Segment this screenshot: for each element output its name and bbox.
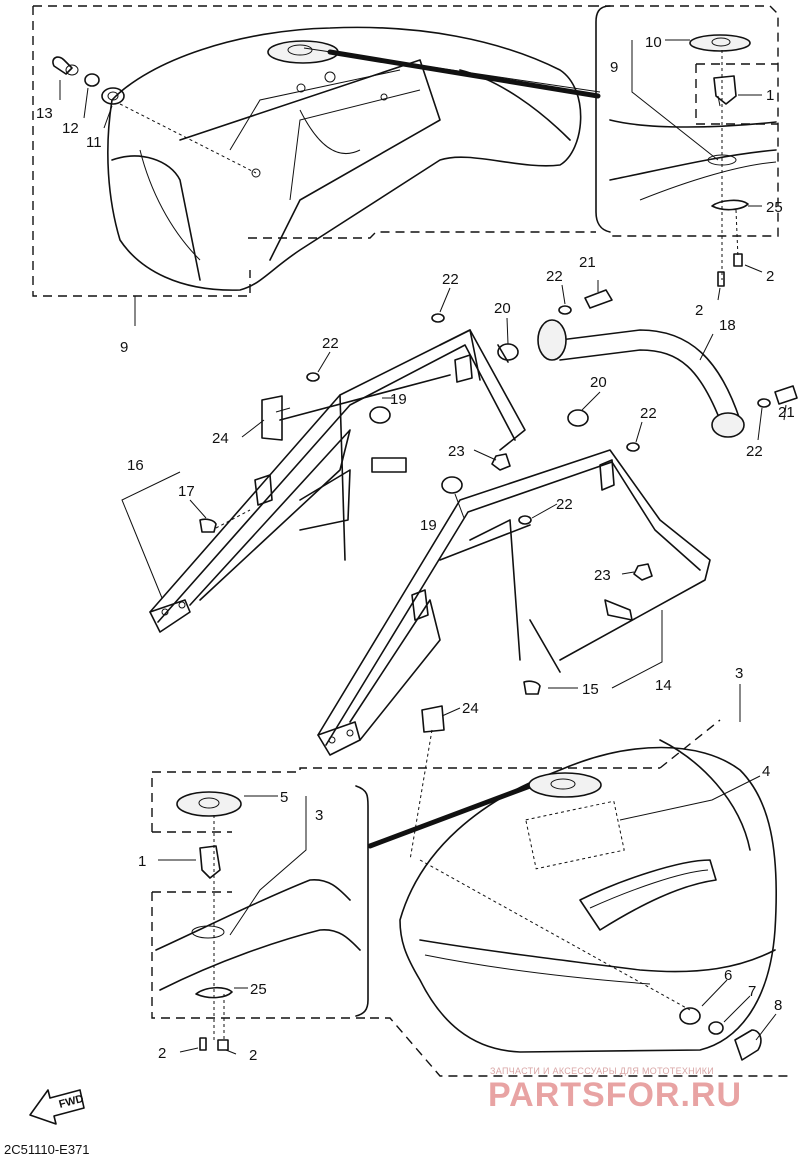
watermark: ЗАПЧАСТИ И АКСЕССУАРЫ ДЛЯ МОТОТЕХНИКИ PA…: [488, 1066, 742, 1114]
callout-2-bottom-left: 2: [158, 1045, 166, 1062]
callout-16: 16: [127, 457, 144, 474]
callout-9-bag: 9: [120, 339, 128, 356]
callout-8: 8: [774, 997, 782, 1014]
callout-5: 5: [280, 789, 288, 806]
right-bracket-frame: [317, 409, 711, 861]
hardware-small: [306, 289, 798, 581]
callout-10: 10: [645, 34, 662, 51]
callout-22-b: 22: [546, 268, 563, 285]
callout-17: 17: [178, 483, 195, 500]
callout-2-top-right: 2: [766, 268, 774, 285]
callout-7: 7: [748, 983, 756, 1000]
callout-19-b: 19: [420, 517, 437, 534]
callout-22-d: 22: [640, 405, 657, 422]
callout-2-top-left: 2: [695, 302, 703, 319]
bag-fastener-set-left: [52, 56, 257, 174]
callout-19-a: 19: [390, 391, 407, 408]
callout-18: 18: [719, 317, 736, 334]
callout-3-bag: 3: [735, 665, 743, 682]
callout-23-a: 23: [448, 443, 465, 460]
forward-arrow-icon: FWD: [29, 1089, 85, 1125]
callout-25-bottom: 25: [250, 981, 267, 998]
callout-22-e: 22: [746, 443, 763, 460]
callout-24-b: 24: [462, 700, 479, 717]
callout-14: 14: [655, 677, 672, 694]
callout-labels: 13 12 11 9 10 9 1 25 2 2 22 22 21 20 18 …: [36, 34, 795, 1064]
leader-lines: [59, 39, 787, 1055]
callout-6: 6: [724, 967, 732, 984]
callout-1-bottom: 1: [138, 853, 146, 870]
callout-4: 4: [762, 763, 770, 780]
callout-9-inset: 9: [610, 59, 618, 76]
callout-12: 12: [62, 120, 79, 137]
callout-3-inset: 3: [315, 807, 323, 824]
callout-24-a: 24: [212, 430, 229, 447]
callout-15: 15: [582, 681, 599, 698]
right-saddlebag: [370, 719, 790, 1077]
callout-22-f: 22: [556, 496, 573, 513]
callout-23-b: 23: [594, 567, 611, 584]
callout-22-c: 22: [322, 335, 339, 352]
callout-1-top: 1: [766, 87, 774, 104]
drawing-code: 2C51110-E371: [4, 1142, 90, 1157]
callout-22-a: 22: [442, 271, 459, 288]
callout-11: 11: [86, 134, 102, 151]
callout-21-b: 21: [778, 404, 795, 421]
callout-20-b: 20: [590, 374, 607, 391]
callout-21-a: 21: [579, 254, 596, 271]
watermark-site: PARTSFOR.RU: [488, 1076, 742, 1114]
callout-13: 13: [36, 105, 53, 122]
watermark-tagline: ЗАПЧАСТИ И АКСЕССУАРЫ ДЛЯ МОТОТЕХНИКИ: [490, 1066, 714, 1076]
guard-rail: [537, 319, 745, 438]
detail-inset-bottom: [151, 767, 660, 1051]
detail-inset-top: [248, 5, 779, 287]
callout-25-top: 25: [766, 199, 783, 216]
callout-2-bottom-right: 2: [249, 1047, 257, 1064]
callout-20-a: 20: [494, 300, 511, 317]
left-bracket-frame: [149, 329, 526, 633]
